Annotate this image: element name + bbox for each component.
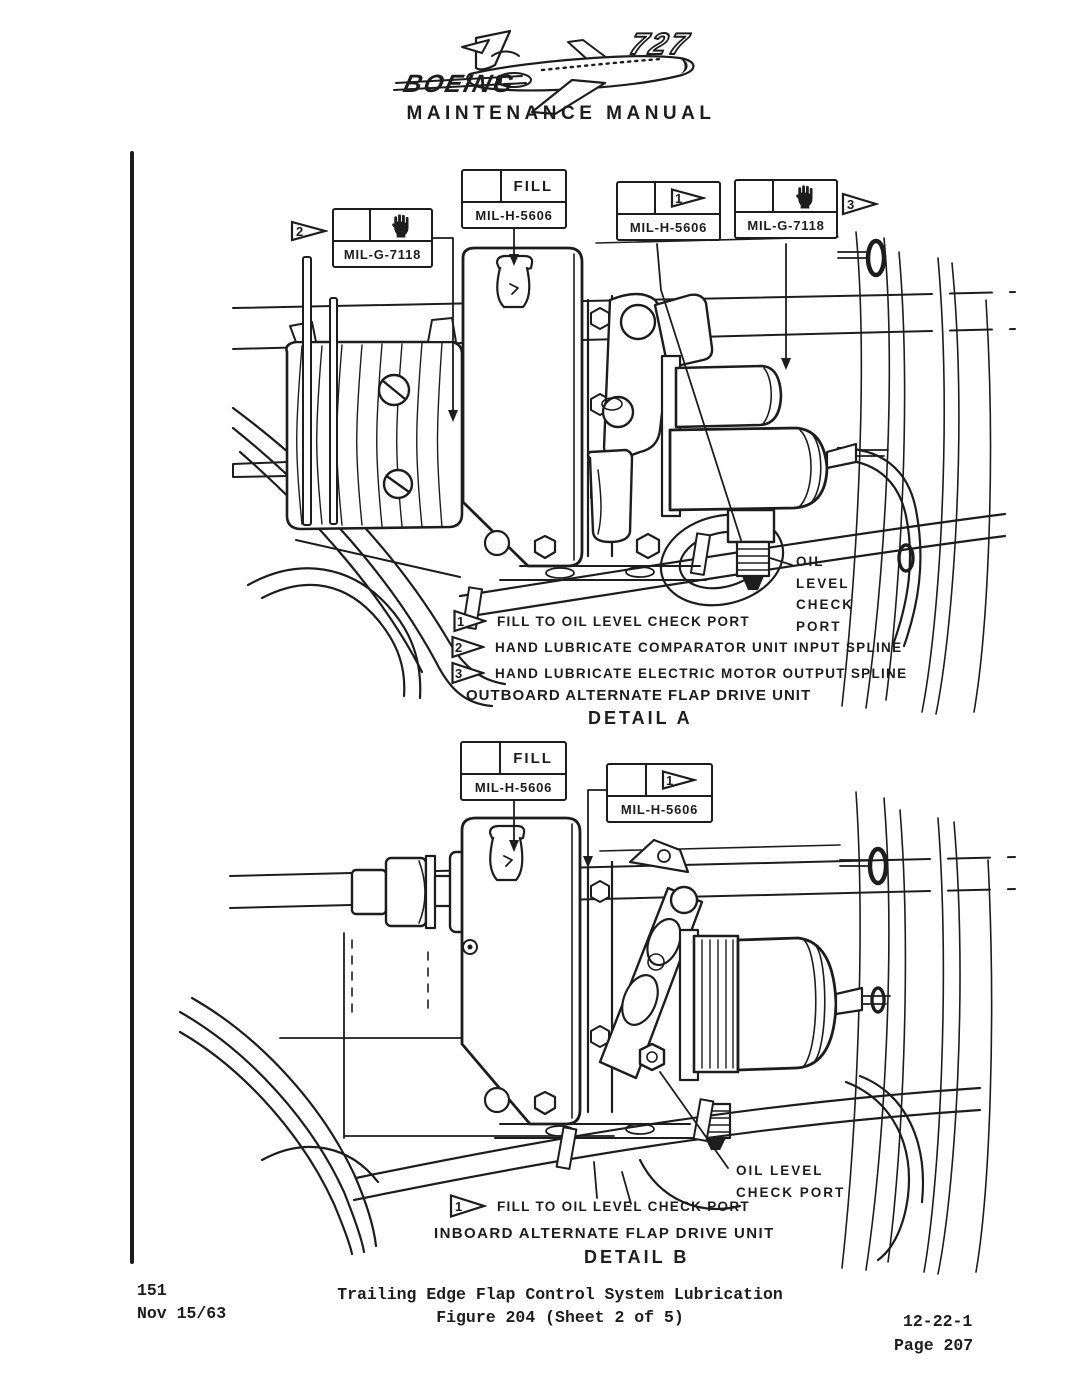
oil-level-check-port-callout: OIL LEVEL CHECK PORT — [796, 554, 855, 634]
check-port-hex — [638, 1042, 666, 1072]
motor-output-spline — [834, 986, 864, 1016]
revision-change-bar — [130, 151, 134, 1264]
svg-text:1: 1 — [455, 1199, 462, 1214]
flag-1-icon: 1 — [670, 188, 706, 208]
svg-text:3: 3 — [455, 666, 462, 681]
hand-lubricate-icon — [392, 213, 409, 238]
blank-cell — [334, 210, 371, 240]
grommet-ring — [865, 238, 887, 278]
flag-3-icon: 3 — [841, 192, 879, 216]
electric-motor — [660, 354, 889, 590]
fill-label: FILL — [513, 749, 553, 767]
note-2: 2 HAND LUBRICATE COMPARATOR UNIT INPUT S… — [451, 635, 902, 659]
revision-number: 151 — [137, 1281, 167, 1300]
detail-b-title: INBOARD ALTERNATE FLAP DRIVE UNIT — [434, 1225, 775, 1242]
flag-3-icon: 3 — [451, 661, 485, 685]
flag-1-icon: 1 — [449, 1193, 487, 1219]
input-rod — [302, 256, 312, 526]
svg-text:1: 1 — [457, 614, 464, 629]
comparator-unit — [232, 256, 464, 578]
blank-cell — [736, 181, 774, 211]
lube-label-box-fill-b: FILL MIL-H-5606 — [460, 741, 567, 801]
flag-2-icon: 2 — [290, 220, 328, 242]
blank-cell — [618, 183, 657, 213]
bellcrank-actuator-b — [586, 838, 704, 1114]
note-1: 1 FILL TO OIL LEVEL CHECK PORT — [449, 1193, 750, 1219]
blank-cell — [608, 765, 648, 795]
section-number: 12-22-1 — [903, 1312, 973, 1331]
hand-lubricate-icon — [796, 184, 813, 209]
spec-label: MIL-G-7118 — [747, 217, 825, 233]
lube-label-box-oil-right-a: 1 MIL-H-5606 — [616, 181, 721, 241]
logo-speed-line — [393, 82, 527, 91]
spec-label: MIL-G-7118 — [343, 246, 422, 262]
note-3: 3 HAND LUBRICATE ELECTRIC MOTOR OUTPUT S… — [451, 661, 907, 685]
oil-fill-cap — [488, 824, 526, 882]
lube-label-box-fill-a: FILL MIL-H-5606 — [461, 169, 567, 229]
note-1: 1 FILL TO OIL LEVEL CHECK PORT — [453, 609, 750, 633]
spec-label: MIL-H-5606 — [629, 219, 708, 235]
lube-label-box-grease-left-a: MIL-G-7118 — [332, 208, 433, 268]
detail-b-hydraulic-tubes — [178, 996, 982, 1262]
oil-level-check-port-callout: OIL LEVEL CHECK PORT — [736, 1163, 846, 1200]
blank-cell — [462, 743, 502, 773]
figure-caption: Trailing Edge Flap Control System Lubric… — [337, 1285, 783, 1304]
spec-label: MIL-H-5606 — [474, 779, 553, 795]
727-wordmark: 727 — [626, 28, 695, 61]
detail-a-title: OUTBOARD ALTERNATE FLAP DRIVE UNIT — [466, 687, 812, 704]
lube-label-box-grease-right-a: MIL-G-7118 — [734, 179, 838, 239]
svg-text:1: 1 — [666, 773, 673, 788]
svg-text:3: 3 — [847, 197, 854, 212]
figure-number: Figure 204 (Sheet 2 of 5) — [436, 1308, 684, 1327]
spec-label: MIL-H-5606 — [620, 801, 699, 817]
fill-label: FILL — [513, 177, 554, 195]
detail-b-label: DETAIL B — [584, 1247, 690, 1267]
electric-motor-b — [678, 928, 891, 1150]
boeing-wordmark: BOEING — [401, 70, 518, 98]
gearbox — [461, 246, 707, 581]
grommet-ring — [867, 846, 889, 886]
spec-label: MIL-H-5606 — [475, 207, 553, 223]
oil-level-check-port-fitting — [735, 540, 771, 590]
svg-text:2: 2 — [296, 224, 303, 239]
flag-2-icon: 2 — [451, 635, 485, 659]
blank-cell — [463, 171, 502, 201]
detail-a-leader-lines — [432, 227, 793, 566]
lube-label-box-oil-b: 1 MIL-H-5606 — [606, 763, 713, 823]
manual-title: MAINTENANCE MANUAL — [406, 103, 716, 124]
svg-text:1: 1 — [675, 191, 682, 206]
page-number: Page 207 — [894, 1336, 974, 1355]
flag-1-icon: 1 — [661, 770, 698, 790]
ballscrew-actuator — [586, 292, 714, 560]
revision-date: Nov 15/63 — [137, 1304, 227, 1323]
flag-1-icon: 1 — [453, 609, 487, 633]
detail-b-leader-lines — [509, 789, 729, 1169]
logo-speed-line — [395, 75, 523, 84]
detail-a-label: DETAIL A — [588, 708, 693, 728]
svg-text:2: 2 — [455, 640, 462, 655]
input-rod — [329, 297, 338, 525]
motor-output-spline — [825, 442, 858, 470]
boeing-727-logo: BOEING 727 — [393, 28, 696, 116]
